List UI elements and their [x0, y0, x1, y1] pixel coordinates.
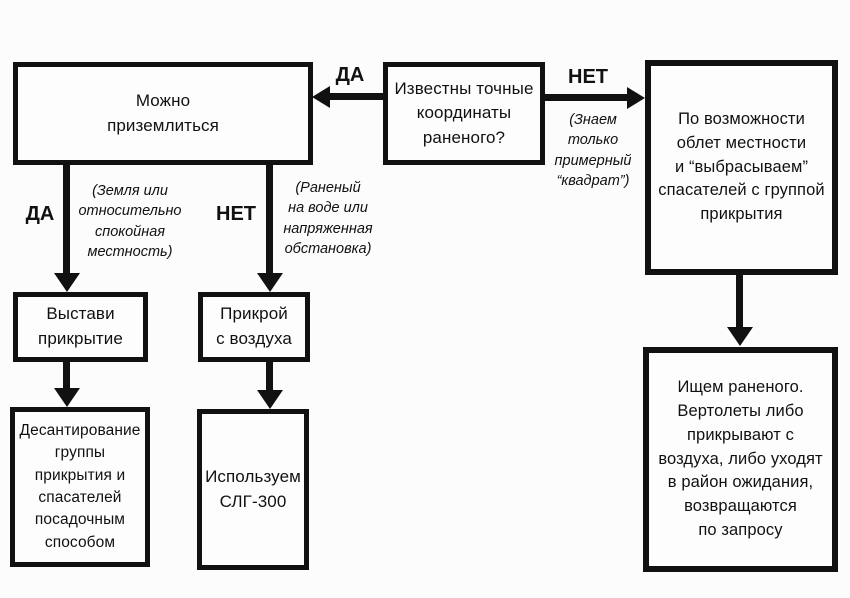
- arrow-no-right-head-icon: [627, 87, 645, 109]
- node-search-text: Ищем раненого. Вертолеты либо прикрывают…: [658, 377, 823, 540]
- node-set-cover-text: Выстави прикрытие: [38, 304, 123, 348]
- arrow-set-cover-to-landing-head-icon: [54, 388, 80, 407]
- arrow-no-down-line: [266, 165, 273, 275]
- arrow-yes-down-line: [63, 165, 70, 275]
- node-search: Ищем раненого. Вертолеты либо прикрывают…: [643, 347, 838, 572]
- node-air-cover: Прикрой с воздуха: [198, 292, 310, 362]
- node-flyover-text: По возможности облет местности и “выбрас…: [658, 109, 825, 224]
- node-landing-method: Десантирование группы прикрытия и спасат…: [10, 407, 150, 567]
- edge-label-yes-left: ДА: [335, 64, 365, 86]
- note-water-tension: (Раненый на воде или напряженная обстано…: [283, 180, 373, 257]
- node-use-slg-text: Используем СЛГ-300: [205, 466, 301, 511]
- node-flyover: По возможности облет местности и “выбрас…: [645, 60, 838, 275]
- note-calm-terrain: (Земля или относительно спокойная местно…: [78, 183, 182, 260]
- arrow-air-cover-to-slg-line: [266, 360, 273, 392]
- arrow-yes-down-head-icon: [54, 273, 80, 292]
- arrow-yes-left-line: [329, 93, 383, 100]
- node-air-cover-text: Прикрой с воздуха: [216, 304, 292, 348]
- arrow-air-cover-to-slg-head-icon: [257, 390, 283, 409]
- arrow-no-down-head-icon: [257, 273, 283, 292]
- node-coords-known-text: Известны точные координаты раненого?: [394, 78, 534, 147]
- edge-label-no-right: НЕТ: [568, 66, 608, 88]
- node-use-slg: Используем СЛГ-300: [197, 409, 309, 570]
- node-landing-method-text: Десантирование группы прикрытия и спасат…: [19, 421, 141, 551]
- node-can-land: Можно приземлиться: [13, 62, 313, 165]
- node-can-land-text: Можно приземлиться: [107, 90, 219, 135]
- arrow-flyover-to-search-head-icon: [727, 327, 753, 346]
- edge-label-no-down: НЕТ: [216, 203, 256, 225]
- node-coords-known: Известны точные координаты раненого?: [383, 62, 545, 165]
- arrow-flyover-to-search-line: [736, 273, 743, 329]
- edge-label-yes-down: ДА: [25, 203, 55, 225]
- note-approx-square: (Знаем только примерный “квадрат”): [554, 112, 632, 189]
- arrow-no-right-line: [545, 94, 629, 101]
- node-set-cover: Выстави прикрытие: [13, 292, 148, 362]
- arrow-set-cover-to-landing-line: [63, 360, 70, 390]
- arrow-yes-left-head-icon: [312, 86, 330, 108]
